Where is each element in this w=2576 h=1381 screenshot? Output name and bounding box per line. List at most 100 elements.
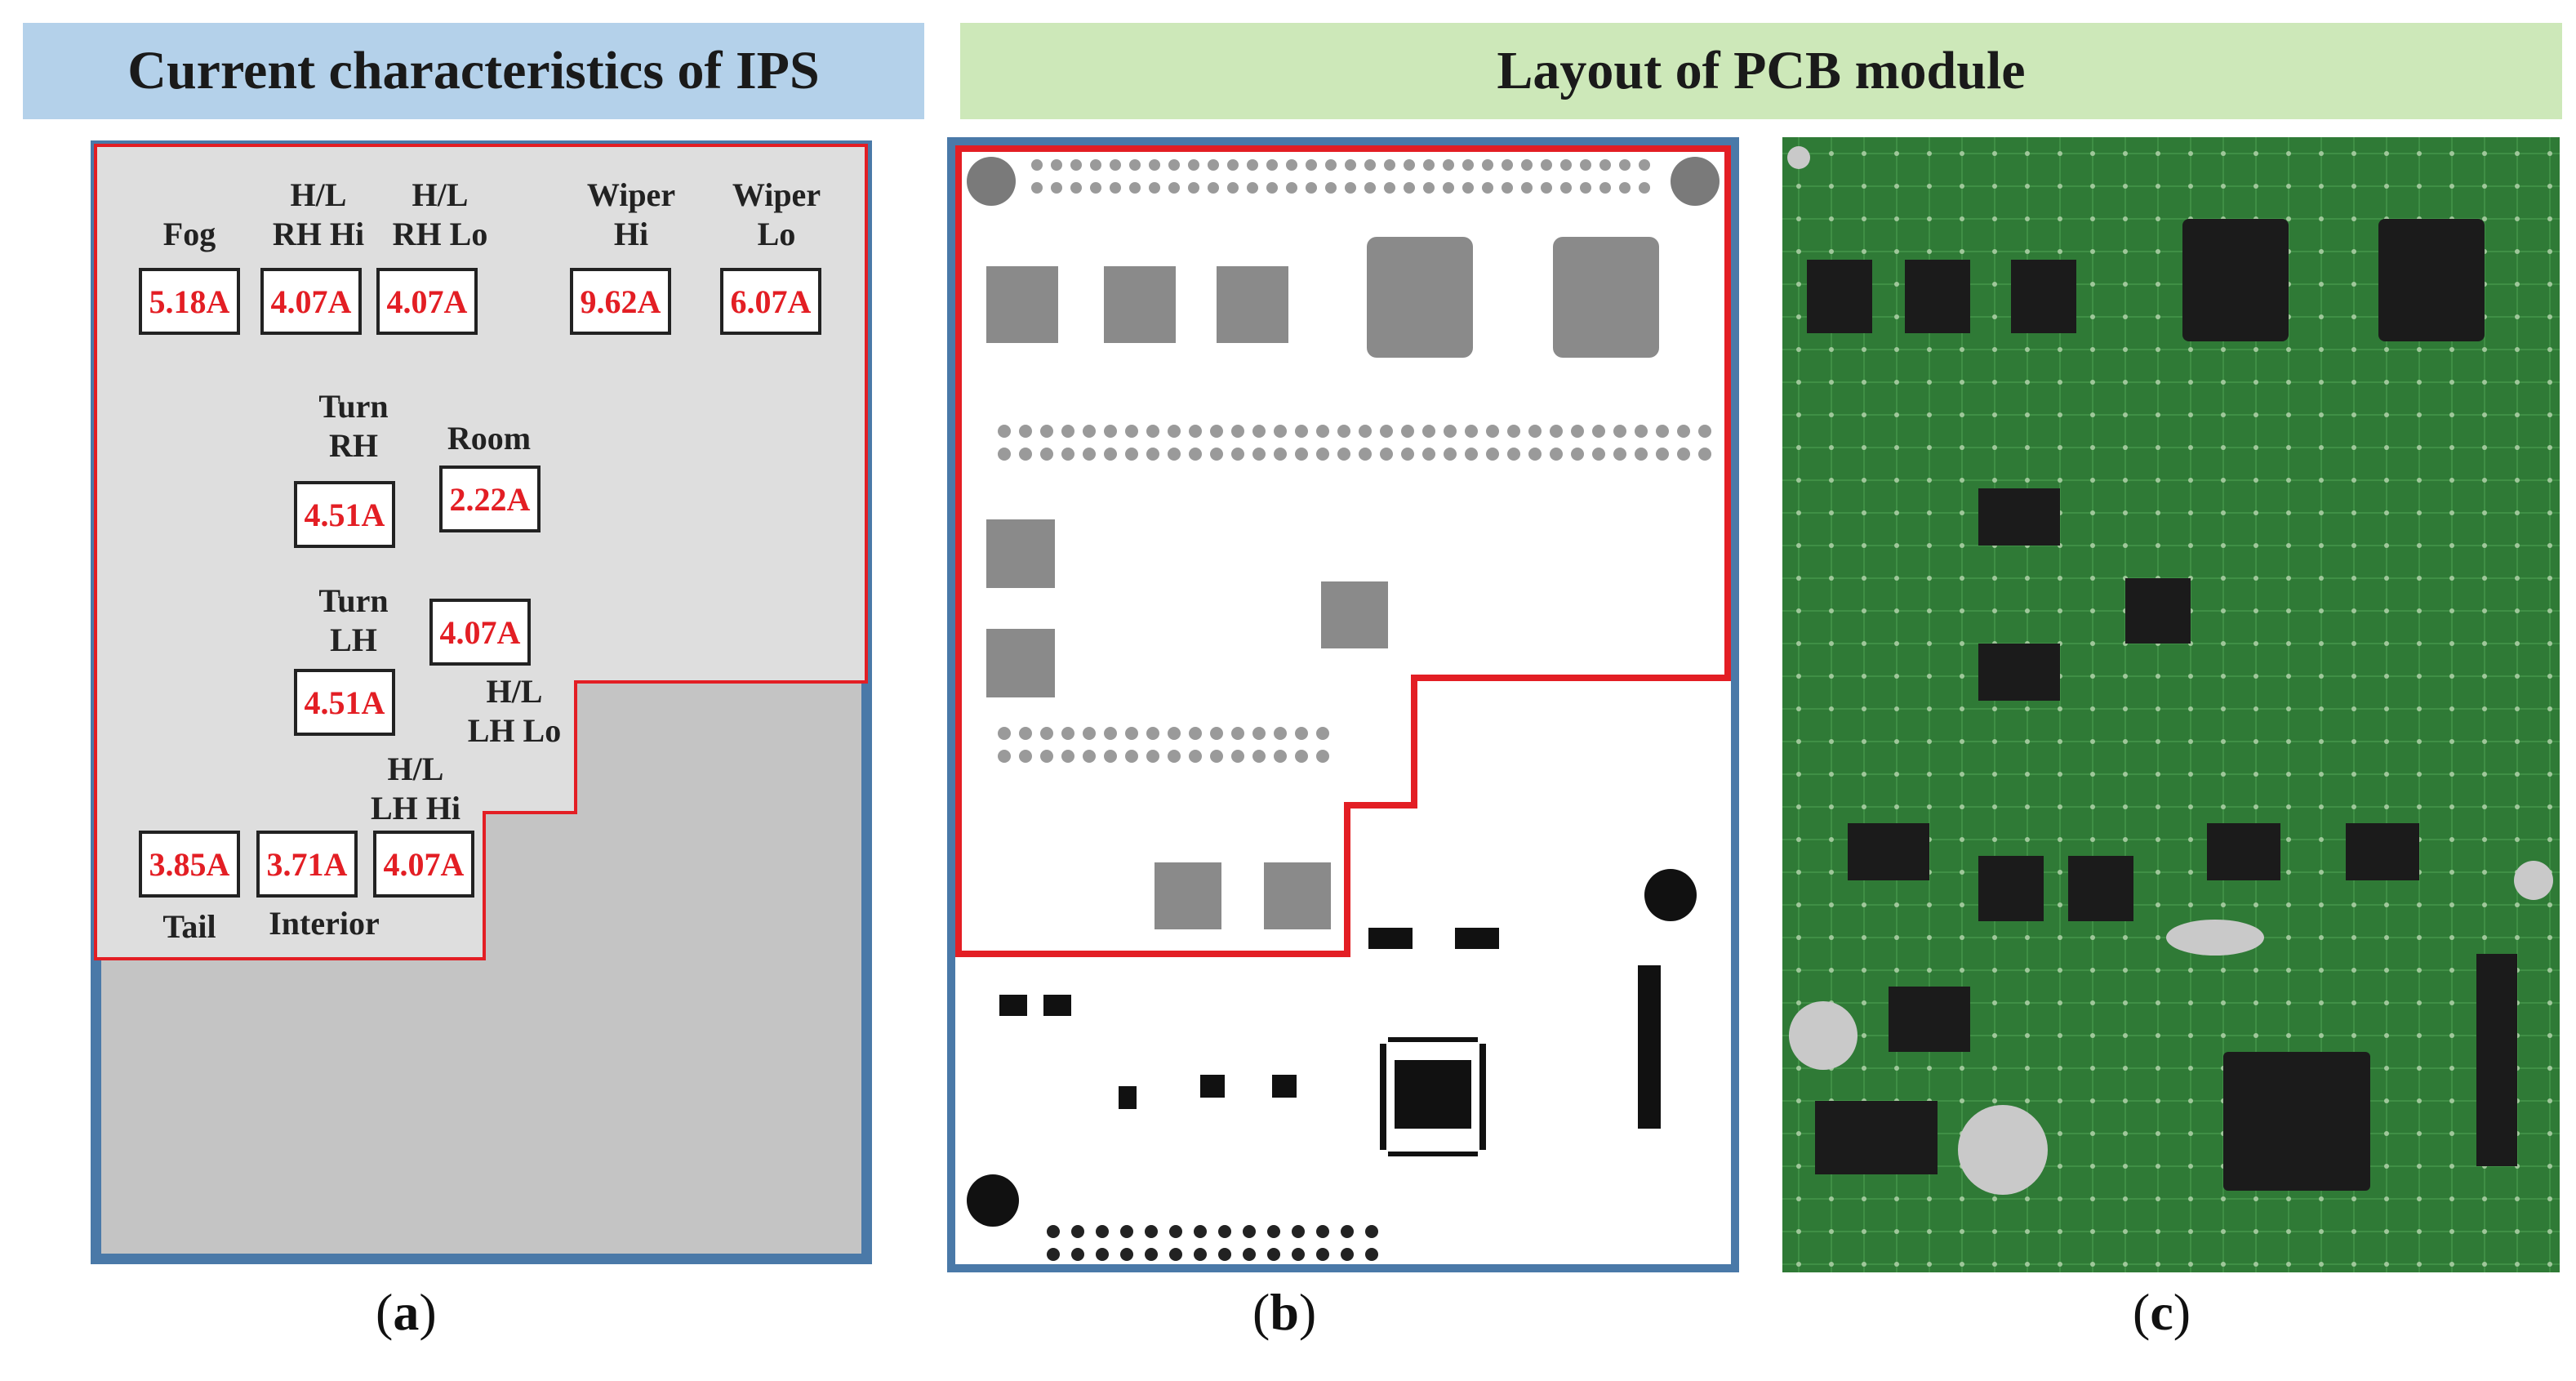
hl-lh-hi-label: H/L LH Hi	[370, 751, 461, 826]
pcb-pad	[1189, 727, 1202, 740]
pcb-pad	[1292, 1225, 1305, 1238]
pcb-pad	[1146, 448, 1159, 461]
pcb-pad	[1550, 448, 1563, 461]
ips-region-outline	[955, 145, 1731, 957]
ips-highlight-area	[94, 144, 868, 960]
pcb-pad	[1337, 448, 1350, 461]
pcb-pad	[1019, 448, 1032, 461]
pcb-pad	[1482, 159, 1493, 171]
fog-label: Fog	[162, 216, 216, 252]
tail-current-value: 3.85A	[139, 831, 240, 898]
hl-rh-lo-label: H/L RH Lo	[392, 176, 488, 252]
pcb-pad	[1316, 448, 1329, 461]
pcb-pad	[1274, 750, 1287, 763]
pcb-pad	[1528, 425, 1542, 438]
pcb-pad	[1295, 448, 1308, 461]
pcb-pad	[1571, 448, 1584, 461]
pcb-pad	[1364, 182, 1376, 194]
room-current-value: 2.22A	[439, 466, 541, 532]
pcb-pad	[1316, 425, 1329, 438]
pcb-pad	[1047, 1225, 1060, 1238]
pcb-pad	[1267, 1248, 1280, 1261]
pcb-pad	[1677, 425, 1690, 438]
pcb-pad	[1316, 750, 1329, 763]
pcb-pad	[1550, 425, 1563, 438]
pcb-pad	[1580, 159, 1591, 171]
pcb-pad	[1274, 727, 1287, 740]
pcb-pad	[1528, 448, 1542, 461]
pcb-pad	[1168, 448, 1181, 461]
pcb-pad	[1560, 159, 1572, 171]
pcb-pad	[1316, 1248, 1329, 1261]
pcb-pad	[1359, 425, 1372, 438]
pcb-pad	[998, 425, 1011, 438]
pcb-pad	[1104, 425, 1117, 438]
pcb-pad	[1656, 425, 1669, 438]
pcb-pad	[1345, 182, 1356, 194]
hl-rh-hi-current-value: 4.07A	[260, 268, 362, 335]
pcb-pad	[1189, 750, 1202, 763]
pcb-pad	[1365, 1248, 1378, 1261]
pcb-pad	[1096, 1248, 1109, 1261]
pcb-pad	[1019, 750, 1032, 763]
wiper-hi-current-value: 9.62A	[570, 268, 671, 335]
turn-rh-current-value: 4.51A	[294, 481, 395, 548]
pcb-pad	[1218, 1225, 1231, 1238]
pcb-pad	[1243, 1248, 1256, 1261]
pcb-pad	[1560, 182, 1572, 194]
pcb-pad	[1051, 159, 1062, 171]
pcb-pad	[1083, 448, 1096, 461]
ips-current-header: Current characteristics of IPS	[23, 23, 924, 119]
pcb-pad	[1401, 448, 1414, 461]
pcb-pad	[1401, 425, 1414, 438]
pcb-pad	[1252, 448, 1266, 461]
pcb-layout-drawing	[947, 137, 1739, 1272]
pcb-pad	[1252, 425, 1266, 438]
pcb-pad	[1040, 425, 1053, 438]
pcb-pad	[1231, 750, 1244, 763]
pcb-pad	[1599, 182, 1611, 194]
pcb-pad	[1231, 425, 1244, 438]
pcb-pad	[1571, 425, 1584, 438]
pcb-pads	[998, 159, 1711, 1261]
pcb-pad	[1210, 750, 1223, 763]
pcb-pad	[1286, 159, 1297, 171]
pcb-pad	[1365, 1225, 1378, 1238]
pcb-pad	[1083, 425, 1096, 438]
pcb-pad	[1635, 448, 1648, 461]
pcb-pad	[1031, 182, 1043, 194]
mounting-hole-right	[1644, 869, 1697, 921]
pcb-pad	[1146, 750, 1159, 763]
pcb-pad	[1635, 425, 1648, 438]
pcb-pad	[1243, 1225, 1256, 1238]
pcb-layout-header: Layout of PCB module	[960, 23, 2562, 119]
hl-lh-lo-current-value: 4.07A	[429, 599, 531, 666]
pcb-pad	[1443, 182, 1454, 194]
pcb-pad	[998, 727, 1011, 740]
control-circuitry	[999, 928, 1661, 1156]
pcb-pad	[1444, 425, 1457, 438]
pcb-pad	[1341, 1248, 1354, 1261]
pcb-pad	[1047, 1248, 1060, 1261]
pcb-pad	[1337, 425, 1350, 438]
pcb-pad	[998, 750, 1011, 763]
pcb-pad	[1306, 159, 1317, 171]
pcb-pad	[1316, 1225, 1329, 1238]
pcb-pad	[1482, 182, 1493, 194]
pcb-pad	[1580, 182, 1591, 194]
pcb-pad	[1465, 448, 1478, 461]
pcb-pad	[1231, 727, 1244, 740]
pcb-pad	[1120, 1225, 1133, 1238]
caption-b: (b)	[1252, 1283, 1317, 1341]
pcb-pad	[1541, 159, 1552, 171]
pcb-pad	[1266, 159, 1278, 171]
pcb-pad	[1502, 159, 1513, 171]
pcb-pad	[1051, 182, 1062, 194]
tail-label: Tail	[162, 908, 216, 945]
pcb-pad	[1168, 750, 1181, 763]
pcb-pad	[1252, 727, 1266, 740]
pcb-pad	[1104, 727, 1117, 740]
pcb-pad	[1168, 159, 1180, 171]
pcb-pad	[1677, 448, 1690, 461]
pcb-pad	[1120, 1248, 1133, 1261]
